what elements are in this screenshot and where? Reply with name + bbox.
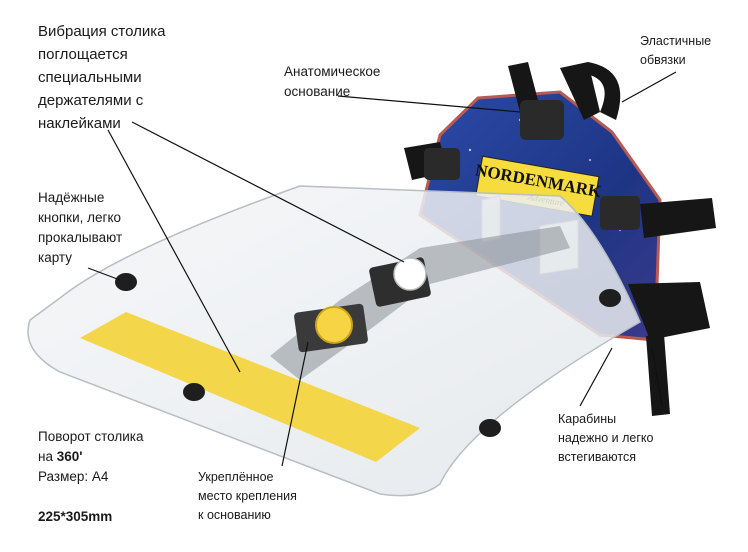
label-elastic-straps: Эластичные обвязки [640, 34, 712, 67]
rotation-text: Поворот столика на [38, 429, 144, 464]
yellow-sticker-strip [80, 312, 420, 462]
push-pins [115, 273, 621, 437]
reinforced-mount [294, 303, 368, 353]
size-value: 225*305mm [38, 509, 113, 524]
rotation-value: 360' [56, 449, 83, 464]
label-vibration-holders: Вибрация столика поглощается специальным… [38, 23, 166, 132]
elastic-straps [404, 62, 716, 416]
label-push-buttons: Надёжные кнопки, легко прокалывают карту [38, 190, 123, 265]
strap-buckles [424, 100, 640, 230]
label-reinforced-mount: Укреплённое место крепления к основанию [198, 470, 297, 522]
vibration-holder [369, 257, 431, 307]
size-text: Размер: А4 [38, 469, 109, 484]
label-rotation-and-size: Поворот столика на 360' Размер: А4 225*3… [38, 407, 144, 547]
label-anatomical-base: Анатомическое основание [284, 64, 381, 99]
leader-lines [87, 71, 677, 467]
label-carabiners: Карабины надежно и легко встегиваются [558, 412, 654, 464]
